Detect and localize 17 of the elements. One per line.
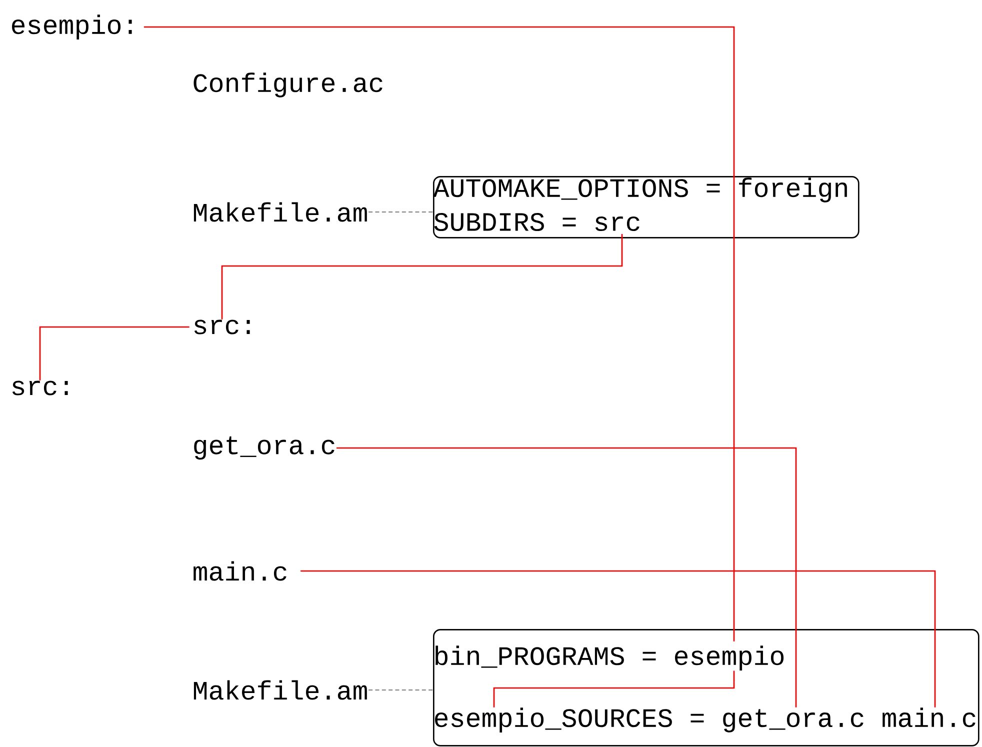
file-label: src: <box>12 380 68 396</box>
code-box <box>433 629 980 746</box>
file-label: get_ora.c <box>194 436 334 460</box>
file-label: src: <box>194 320 250 334</box>
connector-line <box>39 326 190 380</box>
file-label: Makefile.am <box>194 202 367 222</box>
file-label: Makefile.am <box>194 680 367 700</box>
connector-line <box>144 26 735 642</box>
connector-line <box>221 234 623 320</box>
file-label: esempio: <box>12 14 132 40</box>
connector-line <box>493 670 735 708</box>
code-line: bin_PROGRAMS = esempio <box>436 646 784 670</box>
file-label: main.c <box>194 561 286 581</box>
file-label: Configure.ac <box>194 72 382 98</box>
connector-line <box>336 447 797 708</box>
code-line: esempio_SOURCES = get_ora.c main.c <box>435 708 976 732</box>
connector-line <box>300 570 936 708</box>
